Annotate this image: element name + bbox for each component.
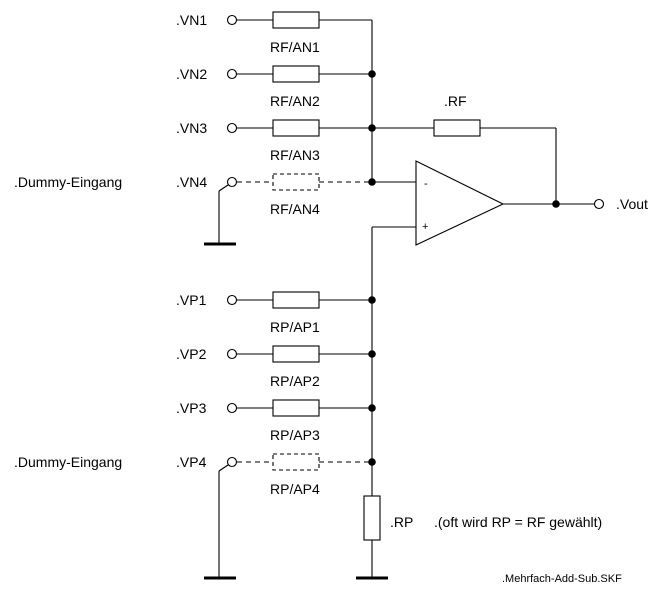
resistor-rf xyxy=(433,119,481,137)
opamp: - + xyxy=(415,160,505,246)
junction-dot xyxy=(368,404,376,412)
resistor-label-rp-ap1: RP/AP1 xyxy=(270,319,320,335)
opamp-minus-label: - xyxy=(424,178,428,190)
terminal-vn4 xyxy=(226,176,238,188)
input-branch-vp1: .VP1 RP/AP1 xyxy=(176,291,376,335)
node-label-vp4: .VP4 xyxy=(176,454,207,470)
terminal-vp4 xyxy=(226,456,238,468)
resistor-label-rp-ap4: RP/AP4 xyxy=(270,481,320,497)
filename-label: .Mehrfach-Add-Sub.SKF xyxy=(502,573,622,585)
input-branch-vn3: .VN3 RF/AN3 xyxy=(176,119,376,163)
resistor-label-rf-an4: RF/AN4 xyxy=(270,201,320,217)
node-label-vp3: .VP3 xyxy=(176,400,207,416)
resistor-rp-ap3 xyxy=(272,399,320,417)
junction-dot xyxy=(368,458,376,466)
terminal-vn1 xyxy=(226,14,238,26)
input-branch-vn1: .VN1 RF/AN1 xyxy=(176,11,372,55)
junction-dot xyxy=(368,296,376,304)
resistor-rf-an1 xyxy=(272,11,320,29)
dummy-input-label-neg: .Dummy-Eingang xyxy=(14,174,122,190)
junction-dot xyxy=(552,200,560,208)
output-node: .Vout xyxy=(503,196,648,212)
input-branch-vp3: .VP3 RP/AP3 xyxy=(176,399,376,443)
node-label-vp2: .VP2 xyxy=(176,346,207,362)
resistor-rf-an4-dummy xyxy=(272,173,320,191)
node-label-vn3: .VN3 xyxy=(176,120,207,136)
rp-to-ground: .RP .(oft wird RP = RF gewählt) xyxy=(356,495,602,580)
output-label-vout: .Vout xyxy=(616,196,648,212)
resistor-rp-ap1 xyxy=(272,291,320,309)
resistor-rp-ap4-dummy xyxy=(272,453,320,471)
resistor-rp xyxy=(363,495,381,541)
node-label-vp1: .VP1 xyxy=(176,292,207,308)
resistor-rp-ap2 xyxy=(272,345,320,363)
terminal-vn2 xyxy=(226,68,238,80)
node-label-vn2: .VN2 xyxy=(176,66,207,82)
dummy-input-label-pos: .Dummy-Eingang xyxy=(14,454,122,470)
feedback-path: .RF xyxy=(372,93,557,204)
resistor-label-rp-ap2: RP/AP2 xyxy=(270,373,320,389)
resistor-label-rp-ap3: RP/AP3 xyxy=(270,427,320,443)
opamp-plus-label: + xyxy=(422,221,428,233)
resistor-label-rp: .RP xyxy=(390,514,413,530)
resistor-rf-an2 xyxy=(272,65,320,83)
terminal-vp1 xyxy=(226,294,238,306)
resistor-rf-an3 xyxy=(272,119,320,137)
resistor-label-rf-an3: RF/AN3 xyxy=(270,147,320,163)
terminal-vn3 xyxy=(226,122,238,134)
resistor-label-rf: .RF xyxy=(444,93,467,109)
terminal-vp2 xyxy=(226,348,238,360)
terminal-vp3 xyxy=(226,402,238,414)
resistor-label-rf-an1: RF/AN1 xyxy=(270,39,320,55)
resistor-label-rf-an2: RF/AN2 xyxy=(270,93,320,109)
node-label-vn1: .VN1 xyxy=(176,12,207,28)
input-branch-vp2: .VP2 RP/AP2 xyxy=(176,345,376,389)
junction-dot xyxy=(368,350,376,358)
input-branch-vn2: .VN2 RF/AN2 xyxy=(176,65,376,109)
rp-note: .(oft wird RP = RF gewählt) xyxy=(434,514,602,530)
node-label-vn4: .VN4 xyxy=(176,174,207,190)
terminal-vout xyxy=(593,198,605,210)
input-branch-vn4-dummy: .VN4 RF/AN4 .Dummy-Eingang xyxy=(14,173,376,246)
input-branch-vp4-dummy: .VP4 RP/AP4 .Dummy-Eingang xyxy=(14,453,376,580)
